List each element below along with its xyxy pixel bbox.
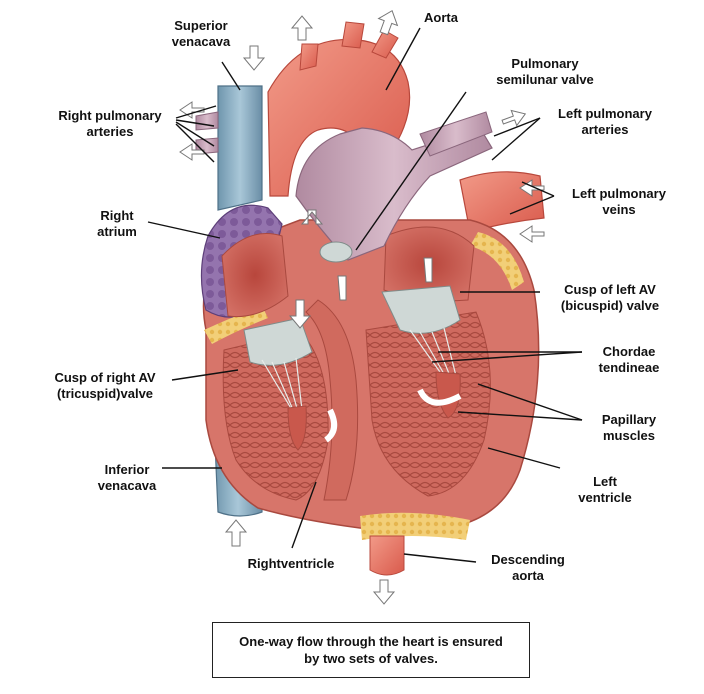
descending-aorta-shape: [369, 535, 405, 576]
leader-lines: [147, 27, 583, 563]
caption-line-2: by two sets of valves.: [304, 651, 438, 666]
bicuspid-valve-shape: [381, 285, 461, 334]
pulmonary-valve-shape: [319, 241, 353, 263]
label-cusp-right-av: Cusp of right AV(tricuspid)valve: [54, 370, 156, 401]
fat-right: [204, 306, 268, 344]
label-right-ventricle: Rightventricle: [247, 556, 335, 571]
right-ventricle-chamber: [222, 331, 329, 501]
superior-vena-cava-shape: [217, 85, 263, 211]
left-ventricle-chamber: [365, 311, 491, 497]
flow-arrows: [179, 9, 545, 605]
label-cusp-left-av: Cusp of left AV(bicuspid) valve: [560, 282, 660, 313]
label-aorta: Aorta: [424, 10, 458, 25]
fat-left: [470, 232, 524, 290]
fat-apex: [360, 512, 470, 540]
caption-line-1: One-way flow through the heart is ensure…: [239, 634, 503, 649]
caption-box: One-way flow through the heart is ensure…: [212, 622, 530, 678]
